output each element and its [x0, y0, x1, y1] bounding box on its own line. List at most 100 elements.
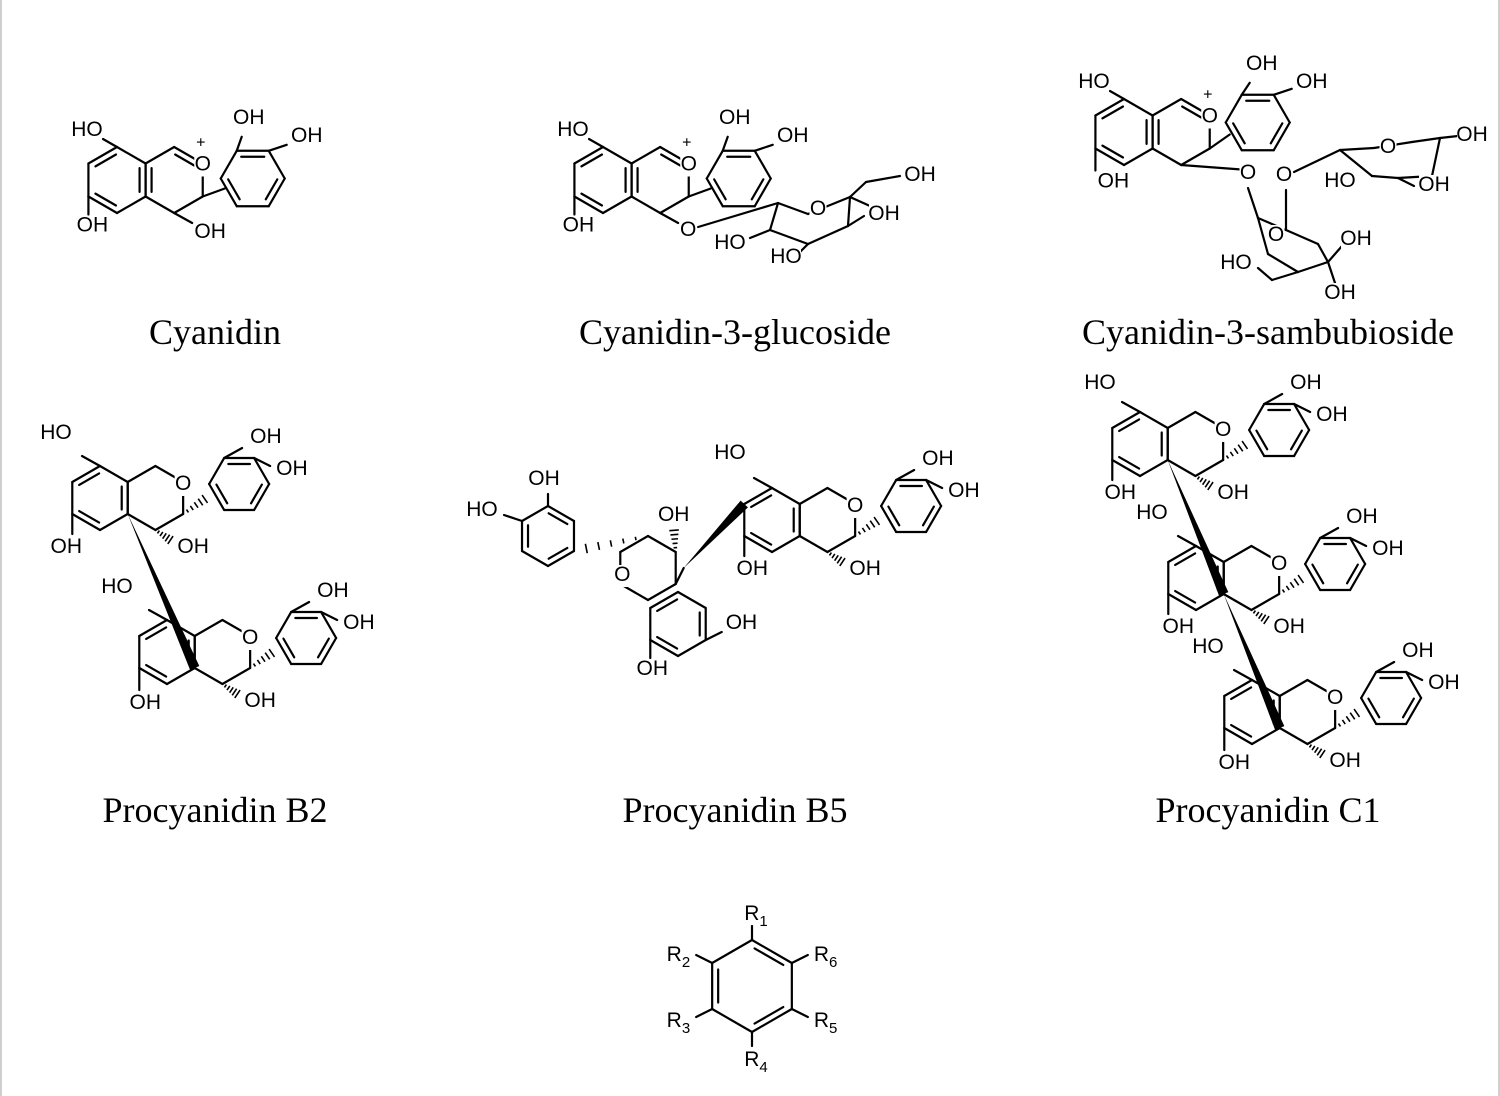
double-bond-line — [1367, 697, 1381, 719]
double-bond-line — [215, 483, 229, 505]
bond-line — [806, 224, 850, 246]
bond-line — [846, 214, 866, 228]
double-bond-line — [750, 494, 773, 509]
bond-line — [748, 228, 772, 240]
substituent-r5-label: R5 — [814, 1009, 838, 1037]
bond-line — [267, 149, 286, 180]
c1-top-3p-oh-bg — [1290, 373, 1321, 396]
bond-line — [1278, 678, 1309, 698]
bond-line — [659, 195, 690, 215]
bond-line — [115, 195, 147, 215]
bond-line — [1349, 536, 1368, 548]
hash-bond-stroke — [1337, 723, 1342, 727]
bond-line — [98, 512, 129, 532]
hash-bond-stroke — [836, 556, 843, 564]
hash-bond-stroke — [670, 533, 679, 536]
hash-bond-stroke — [1345, 715, 1351, 723]
c1-bottom-ring-oxygen: O — [1327, 686, 1343, 709]
b2-bottom-5-oh: OH — [130, 691, 162, 714]
bond-line — [1326, 244, 1344, 264]
hash-bond-stroke — [669, 529, 679, 532]
bond-line — [1438, 134, 1460, 140]
c3s-upper-ho-bg — [1325, 171, 1355, 193]
bond-line — [770, 534, 801, 554]
c1-bottom-4p-oh-bg — [1428, 673, 1459, 696]
bond-line — [895, 468, 916, 482]
bond-line — [721, 135, 729, 152]
b5-left-3-oh-bg — [658, 505, 689, 527]
bond-line — [253, 456, 272, 468]
bond-line — [138, 618, 169, 638]
bond-line — [235, 135, 243, 152]
pyrylium-oxygen: O — [195, 153, 211, 176]
substituent-subscript: 3 — [682, 1020, 690, 1037]
hash-bond-stroke — [1341, 719, 1346, 725]
c3g-7-ho: HO — [557, 118, 589, 141]
double-bond-line — [78, 472, 101, 487]
caption-cyanidin-3-sambubioside: Cyanidin-3-sambubioside — [1082, 312, 1454, 352]
cyanidin-3p-oh-bg — [233, 107, 264, 130]
bond-line — [676, 638, 707, 658]
c3s-upper-ring-oxygen-bg — [1379, 137, 1397, 159]
c3s-lower-ho-bg — [1221, 253, 1251, 275]
bond-line — [1410, 136, 1442, 144]
cyanidin-7-ho: HO — [71, 118, 103, 141]
caption-procyanidin-b2: Procyanidin B2 — [103, 790, 328, 830]
double-bond-line — [227, 178, 241, 201]
hash-bond-stroke — [584, 543, 589, 554]
cyanidin-3-oh: OH — [194, 220, 226, 243]
bond-line — [1338, 148, 1374, 178]
bond-line — [711, 1007, 754, 1034]
c1-top-5-oh-bg — [1105, 483, 1136, 505]
c1-middle-ring-oxygen-bg — [1270, 554, 1288, 576]
bond-line — [223, 446, 244, 460]
c1-middle-4p-oh-bg — [1372, 539, 1403, 562]
c3g-ring-oxygen-bg — [809, 199, 827, 221]
c3s-lower-oh-a-bg — [1341, 229, 1371, 251]
c1-middle-5-oh: OH — [1163, 615, 1195, 638]
bond-line — [770, 486, 801, 506]
c1-bottom-7-ho: HO — [1192, 635, 1224, 658]
bond-line — [649, 590, 680, 610]
bond-line — [790, 953, 809, 965]
c3s-interglycosidic-oxygen-bg — [1275, 165, 1293, 187]
hash-bond-stroke — [1229, 451, 1234, 457]
bond-line — [768, 201, 780, 232]
cyanidin-5-oh: OH — [77, 214, 109, 237]
hash-bond-stroke — [1196, 476, 1201, 480]
bond-line — [925, 478, 944, 490]
c3s-upper-oh-a-bg — [1457, 125, 1487, 147]
bond-line — [848, 195, 872, 208]
bond-line — [1250, 592, 1281, 612]
bond-line — [864, 174, 902, 184]
c1-top-7-ho: HO — [1084, 371, 1116, 394]
b2-bottom-7-ho: HO — [101, 575, 133, 598]
double-bond-line — [1269, 122, 1284, 145]
bond-line — [1194, 592, 1225, 612]
hash-bond-stroke — [609, 540, 613, 547]
c3s-upper-ring-oxygen: O — [1380, 135, 1396, 158]
hash-bond-stroke — [839, 557, 846, 567]
hash-bond-stroke — [1263, 615, 1270, 625]
bond-line — [705, 177, 724, 208]
b2-bottom-5-oh-bg — [130, 693, 161, 715]
pyrylium-oxygen-bg — [1201, 106, 1219, 129]
bond-line — [1293, 428, 1311, 458]
double-bond-line — [1174, 589, 1197, 604]
c3g-5-oh: OH — [563, 214, 595, 237]
bond-line — [826, 534, 857, 554]
bond-line — [1316, 242, 1330, 264]
bond-line — [1232, 668, 1254, 682]
bond-line — [798, 486, 829, 506]
bond-line — [1272, 121, 1291, 152]
bond-line — [601, 195, 633, 215]
hash-bond-stroke — [1237, 444, 1244, 452]
double-bond-line — [921, 505, 935, 527]
c1-middle-7-ho-bg — [1137, 503, 1167, 525]
bond-line — [267, 143, 288, 152]
bond-line — [144, 145, 176, 165]
b2-bottom-3p-oh: OH — [317, 579, 349, 602]
bond-line — [290, 600, 311, 614]
double-bond-line — [656, 635, 679, 650]
c3s-upper-oh-b-bg — [1419, 175, 1449, 197]
